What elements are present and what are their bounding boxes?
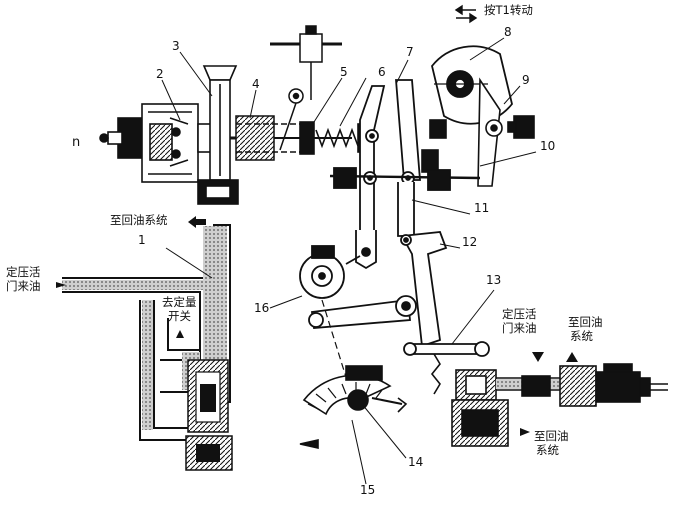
to-metering-line2: 开关 xyxy=(168,309,191,323)
callout-9: 9 xyxy=(522,73,530,87)
servo-cylinder xyxy=(430,353,668,447)
filled-arrow-icon xyxy=(56,216,578,436)
callout-16: 16 xyxy=(254,301,269,315)
callout-numbers: 1 2 3 4 5 6 7 8 9 10 11 12 13 14 15 16 xyxy=(138,25,555,497)
transfer-link xyxy=(400,231,448,348)
callout-12: 12 xyxy=(462,235,477,249)
return-oil-right-line2: 系统 xyxy=(570,329,593,343)
return-oil-bottom-line1: 至回油 xyxy=(534,429,569,443)
flyweight-governor xyxy=(99,103,236,183)
callout-4: 4 xyxy=(252,77,260,91)
double-arrow-icon xyxy=(454,4,478,24)
return-oil-bottom-line2: 系统 xyxy=(536,443,559,457)
pressure-valve-in-right-line1: 定压活 xyxy=(502,307,537,321)
pressure-valve-in-left-line1: 定压活 xyxy=(6,265,41,279)
linkage-bar xyxy=(308,295,490,357)
to-metering-line1: 去定量 xyxy=(162,295,197,309)
callout-10: 10 xyxy=(540,139,555,153)
leader-lines xyxy=(161,37,537,485)
callout-13: 13 xyxy=(486,273,501,287)
setting-dial xyxy=(299,365,408,449)
pressure-valve-in-left-line2: 门来油 xyxy=(6,279,41,293)
callout-14: 14 xyxy=(408,455,423,469)
speed-adjust-screw xyxy=(270,25,342,151)
callout-2: 2 xyxy=(156,67,164,81)
return-oil-right-line1: 至回油 xyxy=(568,315,603,329)
floating-levers xyxy=(329,79,481,270)
callout-3: 3 xyxy=(172,39,180,53)
metering-valve-body xyxy=(185,359,233,471)
callout-11: 11 xyxy=(474,201,489,215)
text-labels: 按T1转动 n 至回油系统 定压活 门来油 去定量 开关 定压活 门来油 至回油… xyxy=(6,3,603,457)
speed-n-label: n xyxy=(72,135,80,150)
sliding-sleeve-lever xyxy=(197,65,239,205)
callout-8: 8 xyxy=(504,25,512,39)
callout-7: 7 xyxy=(406,45,414,59)
pressure-valve-in-right-line2: 门来油 xyxy=(502,321,537,335)
cam-follower-link xyxy=(421,77,535,187)
adjust-wheel xyxy=(299,245,361,299)
governor-shaft xyxy=(235,115,352,161)
callout-1: 1 xyxy=(138,233,146,247)
rotate-label: 按T1转动 xyxy=(484,3,533,17)
callout-5: 5 xyxy=(340,65,348,79)
callout-15: 15 xyxy=(360,483,375,497)
return-oil-left-label: 至回油系统 xyxy=(110,213,168,227)
callout-6: 6 xyxy=(378,65,386,79)
